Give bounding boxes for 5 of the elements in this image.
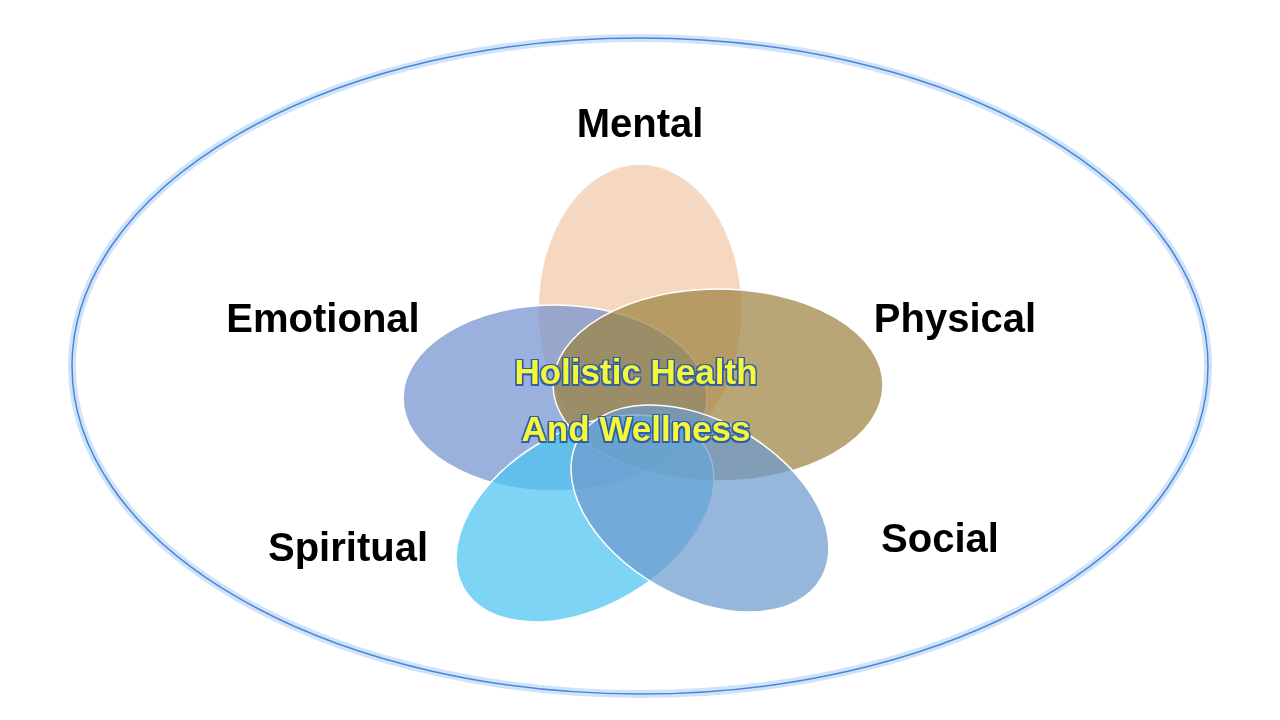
- dimension-label: Emotional: [226, 295, 420, 341]
- dimension-label: Physical: [873, 295, 1037, 341]
- dimension-label: Spiritual: [268, 524, 428, 570]
- dimension-label: Social: [881, 515, 999, 561]
- dimension-label: Mental: [576, 100, 704, 146]
